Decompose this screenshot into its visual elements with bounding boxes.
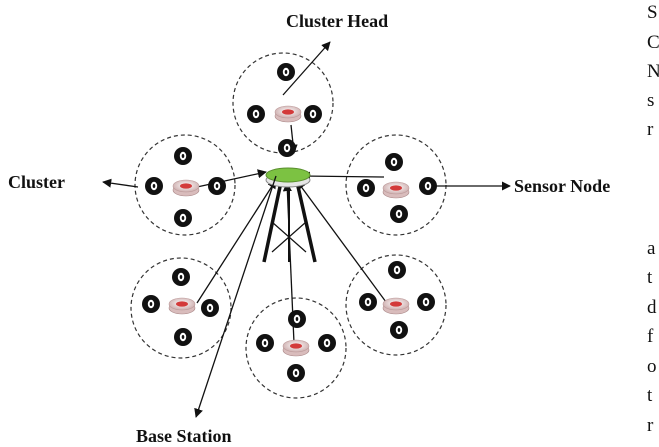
edge-letter: r [647,119,654,140]
sensor-node-icon [419,177,437,195]
sensor-node-icon [174,147,192,165]
sensor-node-icon [278,139,296,157]
sensor-node-icon [208,177,226,195]
cluster-head-icon [282,339,310,357]
sensor-node-icon [247,105,265,123]
sensor-node-icon [201,299,219,317]
cluster-head-icon [382,297,410,315]
sensor-node-icon [304,105,322,123]
sensor-node-icon [256,334,274,352]
sensor-node-icon [142,295,160,313]
sensor-node-icon [287,364,305,382]
sensor-node-label: Sensor Node [514,176,610,196]
sensor-node-icon [390,205,408,223]
cluster-head-icon [172,179,200,197]
cluster-bottom-left [130,257,232,359]
edge-letter: o [647,356,657,377]
edge-letter: f [647,326,654,347]
sensor-node-icon [145,177,163,195]
edge-letter: N [647,61,659,82]
cluster-label: Cluster [8,172,65,192]
base-station-label: Base Station [136,426,232,446]
sensor-node-icon [417,293,435,311]
edge-letter: r [647,415,654,436]
sensor-node-icon [385,153,403,171]
edge-letter: S [647,2,658,23]
label-arrows [102,41,511,418]
edge-letter: d [647,297,657,318]
edge-letter: t [647,267,653,288]
sensor-node-icon [288,310,306,328]
cluster-head-icon [168,297,196,315]
cluster-right [345,134,447,236]
cluster-bottom-right [345,254,447,356]
cluster-heads [168,105,410,357]
sensor-node-icon [318,334,336,352]
sensor-node-icon [174,328,192,346]
sensor-node-icon [357,179,375,197]
sensor-node-icon [174,209,192,227]
sensor-node-icon [277,63,295,81]
edge-letter: a [647,238,656,259]
edge-letter: C [647,32,659,53]
truncated-body-text: S C N s r a t d f o t r [647,2,659,436]
edge-letter: s [647,90,654,111]
edge-letter: t [647,385,653,406]
base-station-tower [262,167,317,263]
cluster-bottom-center [245,297,347,399]
sensor-node-icon [388,261,406,279]
cluster-head-label: Cluster Head [286,11,388,31]
sensor-node-icon [390,321,408,339]
cluster-head-icon [382,181,410,199]
cluster-left [134,134,236,236]
sensor-node-icon [359,293,377,311]
sensor-node-icon [172,268,190,286]
sensor-nodes [142,63,437,382]
cluster-head-icon [274,105,302,123]
